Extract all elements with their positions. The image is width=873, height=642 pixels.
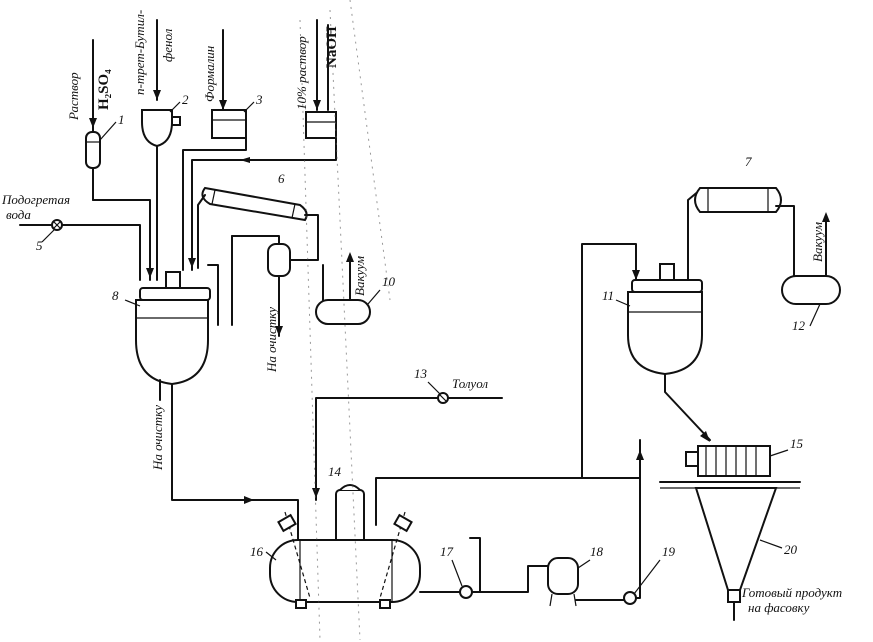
number-16: 16: [250, 544, 264, 559]
reactor-to-tank-line: [171, 409, 299, 546]
toluene-line: [312, 392, 503, 501]
reactor-8-feed-lines: [19, 137, 337, 281]
number-13: 13: [414, 366, 428, 381]
cone-20: [694, 487, 778, 621]
number-2: 2: [182, 92, 189, 107]
labels: Раствор H₂SO₄ п-трет-Бутил- фенол Формал…: [1, 10, 842, 615]
number-17: 17: [440, 544, 454, 559]
scan-smudge: [299, 0, 391, 641]
number-15: 15: [790, 436, 804, 451]
label-h2so4-2: H₂SO₄: [96, 69, 112, 110]
label-toluene: Толуол: [452, 376, 488, 391]
label-vacuum-a: Вакуум: [352, 256, 367, 296]
receiver-12: [781, 212, 841, 305]
label-butylphenol-2: фенол: [160, 28, 175, 62]
separator: [207, 235, 319, 337]
label-h2so4-1: Раствор: [66, 72, 81, 121]
condenser-7: [694, 187, 795, 277]
number-6: 6: [278, 171, 285, 186]
pump-17: [459, 537, 549, 599]
number-8: 8: [112, 288, 119, 303]
dosing-vessel-1: [85, 131, 101, 169]
reactor-11: [627, 189, 711, 442]
pump-19: [581, 243, 644, 605]
tank-16: [269, 477, 641, 609]
label-product-2: на фасовку: [748, 600, 810, 615]
hopper-2: [141, 109, 181, 148]
number-11: 11: [602, 288, 614, 303]
label-heated-water-1: Подогретая: [1, 192, 70, 207]
label-to-cleaning-a: На очистку: [150, 405, 165, 471]
filter-15: [659, 445, 801, 489]
number-3: 3: [255, 92, 263, 107]
number-14: 14: [328, 464, 342, 479]
reactor-8: [135, 271, 211, 413]
number-1: 1: [118, 112, 125, 127]
item-numbers: 1 2 3 5 6 7 8 10 11 12 13 14 15 16 17 18…: [36, 92, 806, 559]
leader-lines: [41, 101, 821, 595]
vessel-14: [335, 484, 365, 547]
label-product-1: Готовый продукт: [741, 585, 842, 600]
number-5: 5: [36, 238, 43, 253]
measurer-naoh: [305, 111, 337, 139]
number-19: 19: [662, 544, 676, 559]
valve-5: [51, 219, 63, 231]
vessel-18: [547, 557, 625, 607]
number-20: 20: [784, 542, 798, 557]
number-18: 18: [590, 544, 604, 559]
number-12: 12: [792, 318, 806, 333]
label-heated-water-2: вода: [6, 207, 31, 222]
number-10: 10: [382, 274, 396, 289]
measurer-3: [211, 109, 247, 139]
label-formalin: Формалин: [202, 46, 217, 102]
label-butylphenol-1: п-трет-Бутил-: [132, 10, 147, 95]
label-naoh-2: NaOH: [324, 26, 340, 68]
label-to-cleaning-b: На очистку: [264, 307, 279, 373]
condenser-6: [197, 186, 319, 269]
number-7: 7: [745, 154, 752, 169]
label-vacuum-b: Вакуум: [810, 222, 825, 262]
feed-lines: [89, 19, 329, 201]
label-naoh-1: 10% раствор: [294, 36, 309, 110]
receiver-10: [315, 252, 371, 325]
